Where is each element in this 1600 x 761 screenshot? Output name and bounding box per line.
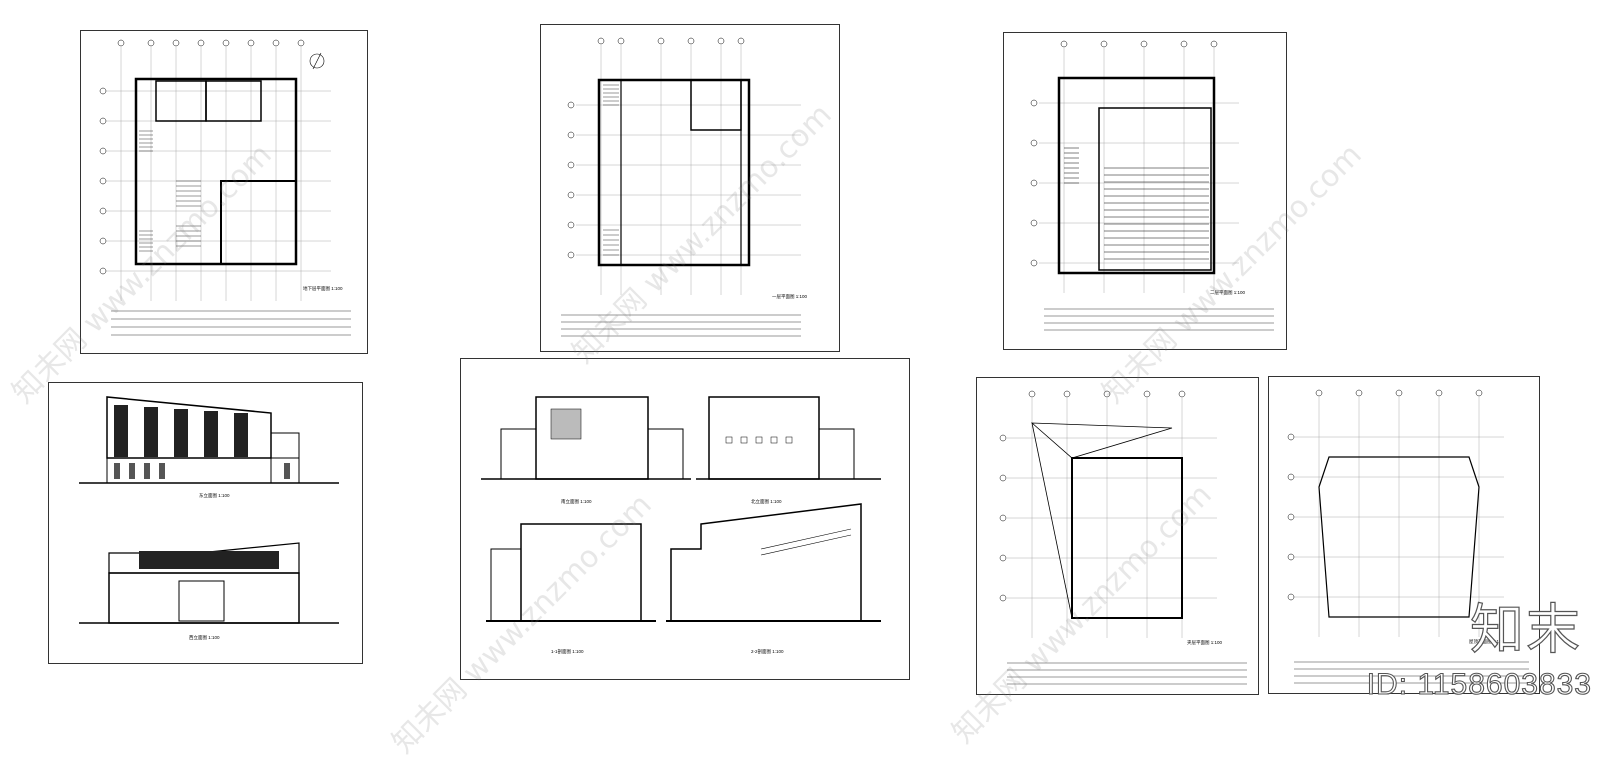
drawing-sheet-mezzanine-plan: 夹层平面图 1:100 [976, 377, 1259, 695]
ground-plan-caption: 一层平面图 1:100 [772, 294, 808, 299]
drawing-sheet-roof-plan: 屋顶平面图 1:100 [1268, 376, 1540, 694]
section-1-caption: 1-1剖面图 1:100 [551, 649, 584, 654]
mezzanine-plan-drawing [999, 390, 1247, 685]
elevations-sections-drawing [481, 396, 881, 622]
auditorium-plan-caption: 二层平面图 1:100 [1210, 290, 1246, 295]
drawing-sheet-ground-plan [540, 24, 840, 352]
north-elevation-caption: 北立面图 1:100 [751, 499, 782, 504]
brand-logo: 知末 [1469, 597, 1582, 661]
drawing-sheet-elevations-left: 东立面图 1:100 西立面图 1:100 [48, 382, 363, 664]
basement-plan-caption: 地下层平面图 1:100 [303, 286, 343, 291]
drawing-sheet-basement-plan [80, 30, 368, 354]
drawing-sheet-auditorium-plan [1003, 32, 1287, 350]
image-id-label: ID: 1158603833 [1366, 667, 1592, 701]
elevations-left-drawing [79, 396, 339, 624]
roof-plan-caption: 屋顶平面图 1:100 [1469, 639, 1505, 644]
roof-plan-drawing [1287, 389, 1529, 684]
south-elevation-caption: 南立面图 1:100 [561, 499, 592, 504]
ground-plan-drawing [561, 37, 801, 337]
auditorium-plan-drawing [1030, 40, 1274, 331]
section-2-caption: 2-2剖面图 1:100 [751, 649, 784, 654]
basement-plan-drawing [99, 39, 351, 336]
east-elevation-caption: 东立面图 1:100 [199, 493, 230, 498]
drawing-sheet-elevations-sections: 南立面图 1:100 北立面图 1:100 1-1剖面图 1:100 2-2剖面… [460, 358, 910, 680]
mezzanine-plan-caption: 夹层平面图 1:100 [1187, 640, 1223, 645]
west-elevation-caption: 西立面图 1:100 [189, 635, 220, 640]
